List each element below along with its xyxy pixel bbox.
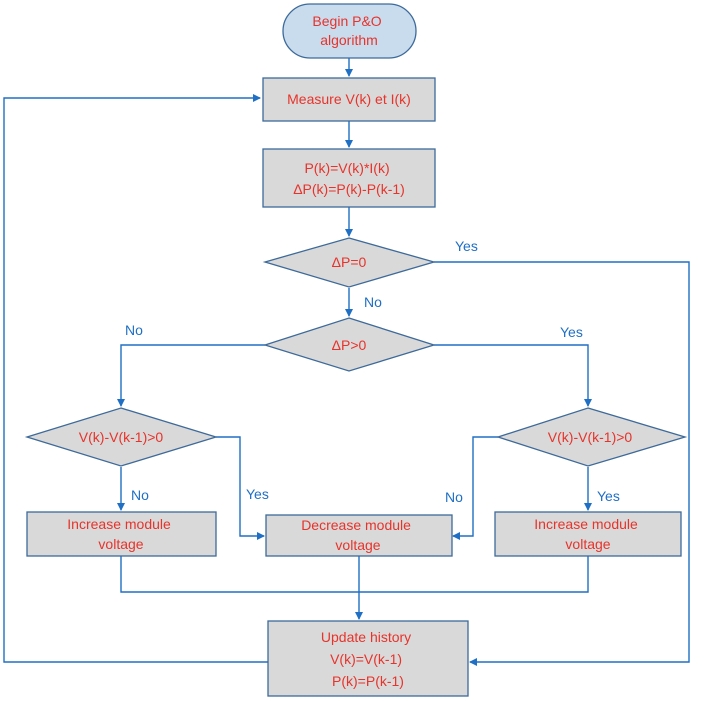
- edge-dvright-no: [452, 436, 498, 540]
- decrease-text: Decrease module voltage: [301, 517, 415, 553]
- edge-dpzero-yes-update: [434, 261, 690, 666]
- node-increase-left: Increase module voltage: [26, 511, 217, 557]
- update-line-2: V(k)=V(k-1): [330, 651, 402, 667]
- edge-loop-back: [3, 94, 268, 663]
- edge-labels: Yes No No Yes No Yes No Yes: [125, 238, 620, 505]
- increase-right-line-2: voltage: [565, 536, 610, 552]
- increase-right-text: Increase module voltage: [534, 516, 641, 552]
- label-dp-zero-no: No: [364, 294, 382, 310]
- increase-left-line-2: voltage: [98, 536, 143, 552]
- edge-merge-increase: [120, 556, 589, 593]
- label-dv-left-no: No: [131, 487, 149, 503]
- begin-line-1: Begin P&O: [312, 13, 381, 29]
- update-line-1: Update history: [321, 629, 411, 645]
- increase-right-line-1: Increase module: [534, 516, 638, 532]
- dv-right-text: V(k)-V(k-1)>0: [548, 429, 633, 445]
- decrease-line-2: voltage: [335, 537, 380, 553]
- node-increase-right: Increase module voltage: [494, 511, 682, 557]
- edge-dppos-no: [117, 344, 265, 407]
- label-dp-pos-no: No: [125, 322, 143, 338]
- update-text: Update history V(k)=V(k-1) P(k)=P(k-1): [321, 629, 415, 689]
- node-decrease: Decrease module voltage: [265, 514, 453, 557]
- node-update-history: Update history V(k)=V(k-1) P(k)=P(k-1): [267, 620, 469, 697]
- dp-pos-text: ΔP>0: [332, 337, 367, 353]
- node-compute: P(k)=V(k)*I(k) ΔP(k)=P(k)-P(k-1): [262, 148, 436, 208]
- decision-dp-zero: ΔP=0: [262, 237, 437, 288]
- compute-line-2: ΔP(k)=P(k)-P(k-1): [293, 181, 405, 197]
- dv-left-text: V(k)-V(k-1)>0: [79, 429, 164, 445]
- node-measure: Measure V(k) et I(k): [262, 77, 436, 122]
- decision-dp-pos: ΔP>0: [262, 317, 437, 372]
- label-dv-left-yes: Yes: [246, 486, 269, 502]
- decrease-line-1: Decrease module: [301, 517, 411, 533]
- decision-dv-right: V(k)-V(k-1)>0: [495, 407, 688, 467]
- compute-line-1: P(k)=V(k)*I(k): [304, 160, 389, 176]
- label-dv-right-no: No: [445, 489, 463, 505]
- increase-left-text: Increase module voltage: [67, 516, 174, 552]
- label-dp-pos-yes: Yes: [560, 324, 583, 340]
- begin-text: Begin P&O algorithm: [312, 13, 385, 48]
- begin-line-2: algorithm: [320, 32, 378, 48]
- dp-zero-text: ΔP=0: [332, 254, 367, 270]
- decision-dv-left: V(k)-V(k-1)>0: [24, 407, 219, 467]
- label-dv-right-yes: Yes: [597, 488, 620, 504]
- connectors: [3, 58, 690, 666]
- label-dp-zero-yes: Yes: [455, 238, 478, 254]
- edge-dppos-yes: [434, 344, 592, 407]
- edge-dvleft-yes: [216, 436, 265, 540]
- node-begin: Begin P&O algorithm: [282, 3, 417, 59]
- update-line-3: P(k)=P(k-1): [332, 673, 404, 689]
- compute-text: P(k)=V(k)*I(k) ΔP(k)=P(k)-P(k-1): [293, 160, 405, 197]
- measure-text: Measure V(k) et I(k): [287, 91, 411, 107]
- increase-left-line-1: Increase module: [67, 516, 171, 532]
